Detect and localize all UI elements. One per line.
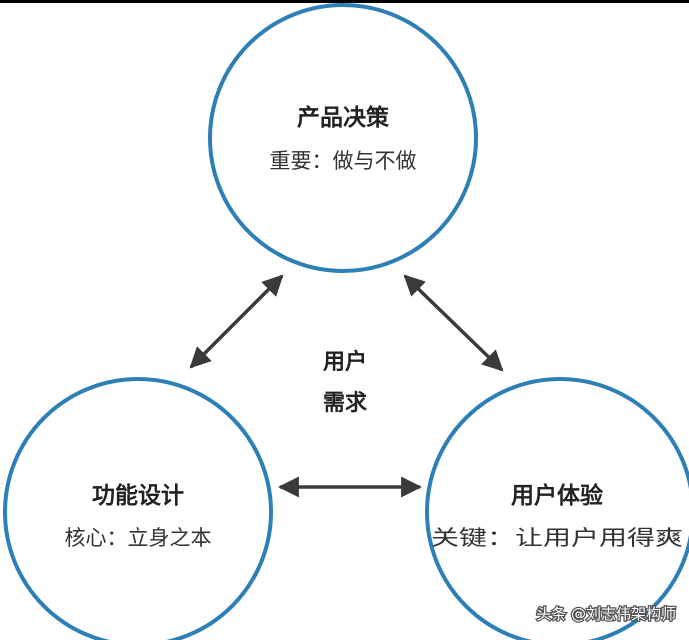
node-subtitle-feature-design: 核心：立身之本 (65, 526, 212, 550)
center-label-line1: 用户 (323, 349, 367, 375)
node-subtitle-product-decision: 重要：做与不做 (270, 149, 417, 173)
center-label-line2: 需求 (323, 391, 367, 416)
node-title-product-decision: 产品决策 (297, 104, 390, 131)
node-circle-product-decision (208, 3, 478, 273)
node-title-user-experience: 用户体验 (511, 482, 603, 509)
node-subtitle-user-experience: 关键：让用户用得爽 (431, 526, 683, 550)
arrow-top-left (189, 274, 284, 369)
node-circle-user-experience (425, 377, 689, 640)
arrow-top-right (403, 274, 504, 372)
top-edge-bar (0, 0, 689, 3)
watermark-text: 头条 @刘志伟架构师 (536, 605, 676, 623)
node-circle-feature-design (3, 377, 273, 640)
node-title-feature-design: 功能设计 (92, 482, 184, 509)
